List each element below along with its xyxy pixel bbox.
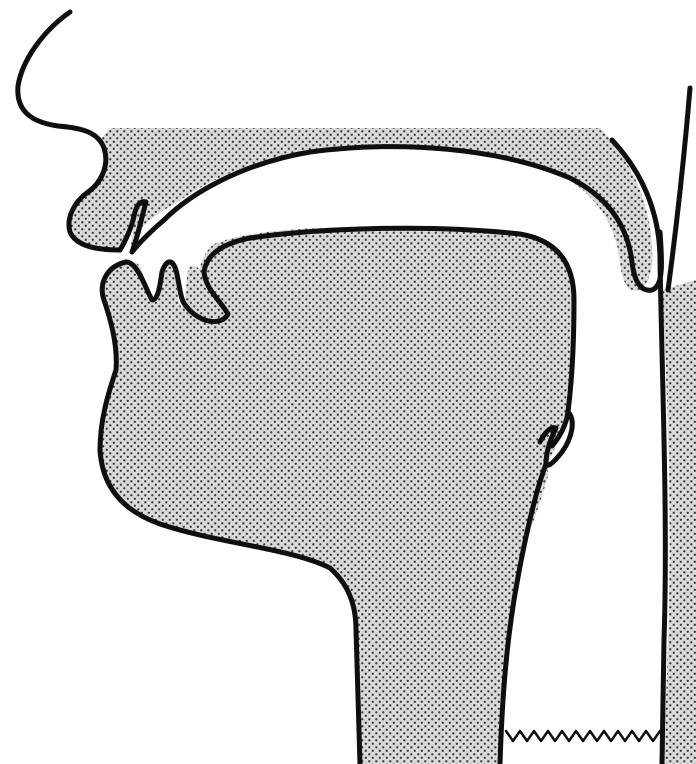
vocal-folds-zigzag [506,731,660,741]
back-of-neck-outline [668,88,690,290]
